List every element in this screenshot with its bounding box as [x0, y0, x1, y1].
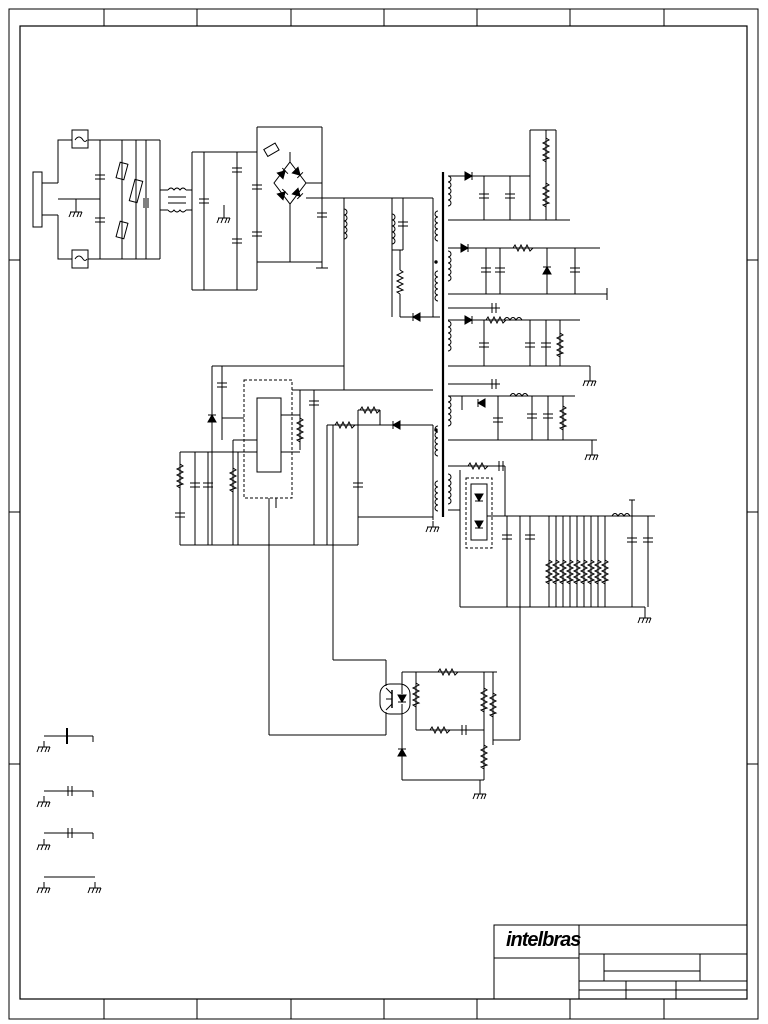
pwm-controller-ic [256, 397, 282, 473]
ac-input-section [32, 127, 263, 291]
secondary-output-1 [448, 129, 570, 221]
title-block [493, 924, 748, 1000]
secondary-output-4 [448, 378, 599, 461]
brand-logo: intelbras [506, 929, 581, 951]
fuse-icon [71, 249, 89, 269]
secondary-output-2 [448, 243, 608, 300]
ground-legend [36, 728, 102, 894]
fuse-icon [71, 129, 89, 149]
led-resistor-array [545, 516, 609, 607]
secondary-output-3 [448, 302, 597, 387]
transformer-icon [167, 187, 187, 191]
aux-winding-feedback [269, 406, 433, 736]
bridge-rectifier-icon [257, 126, 433, 390]
secondary-output-5 [448, 460, 655, 740]
pwm-controller-section [174, 365, 433, 735]
ac-input-connector [32, 171, 43, 228]
optocoupler-icon [379, 672, 411, 715]
ic-dashed-outline [243, 379, 293, 499]
primary-clamp [391, 198, 440, 322]
feedback-network [397, 668, 520, 800]
main-transformer [425, 172, 452, 533]
sheet-frame [8, 8, 759, 1020]
dual-diode-package [465, 477, 493, 549]
